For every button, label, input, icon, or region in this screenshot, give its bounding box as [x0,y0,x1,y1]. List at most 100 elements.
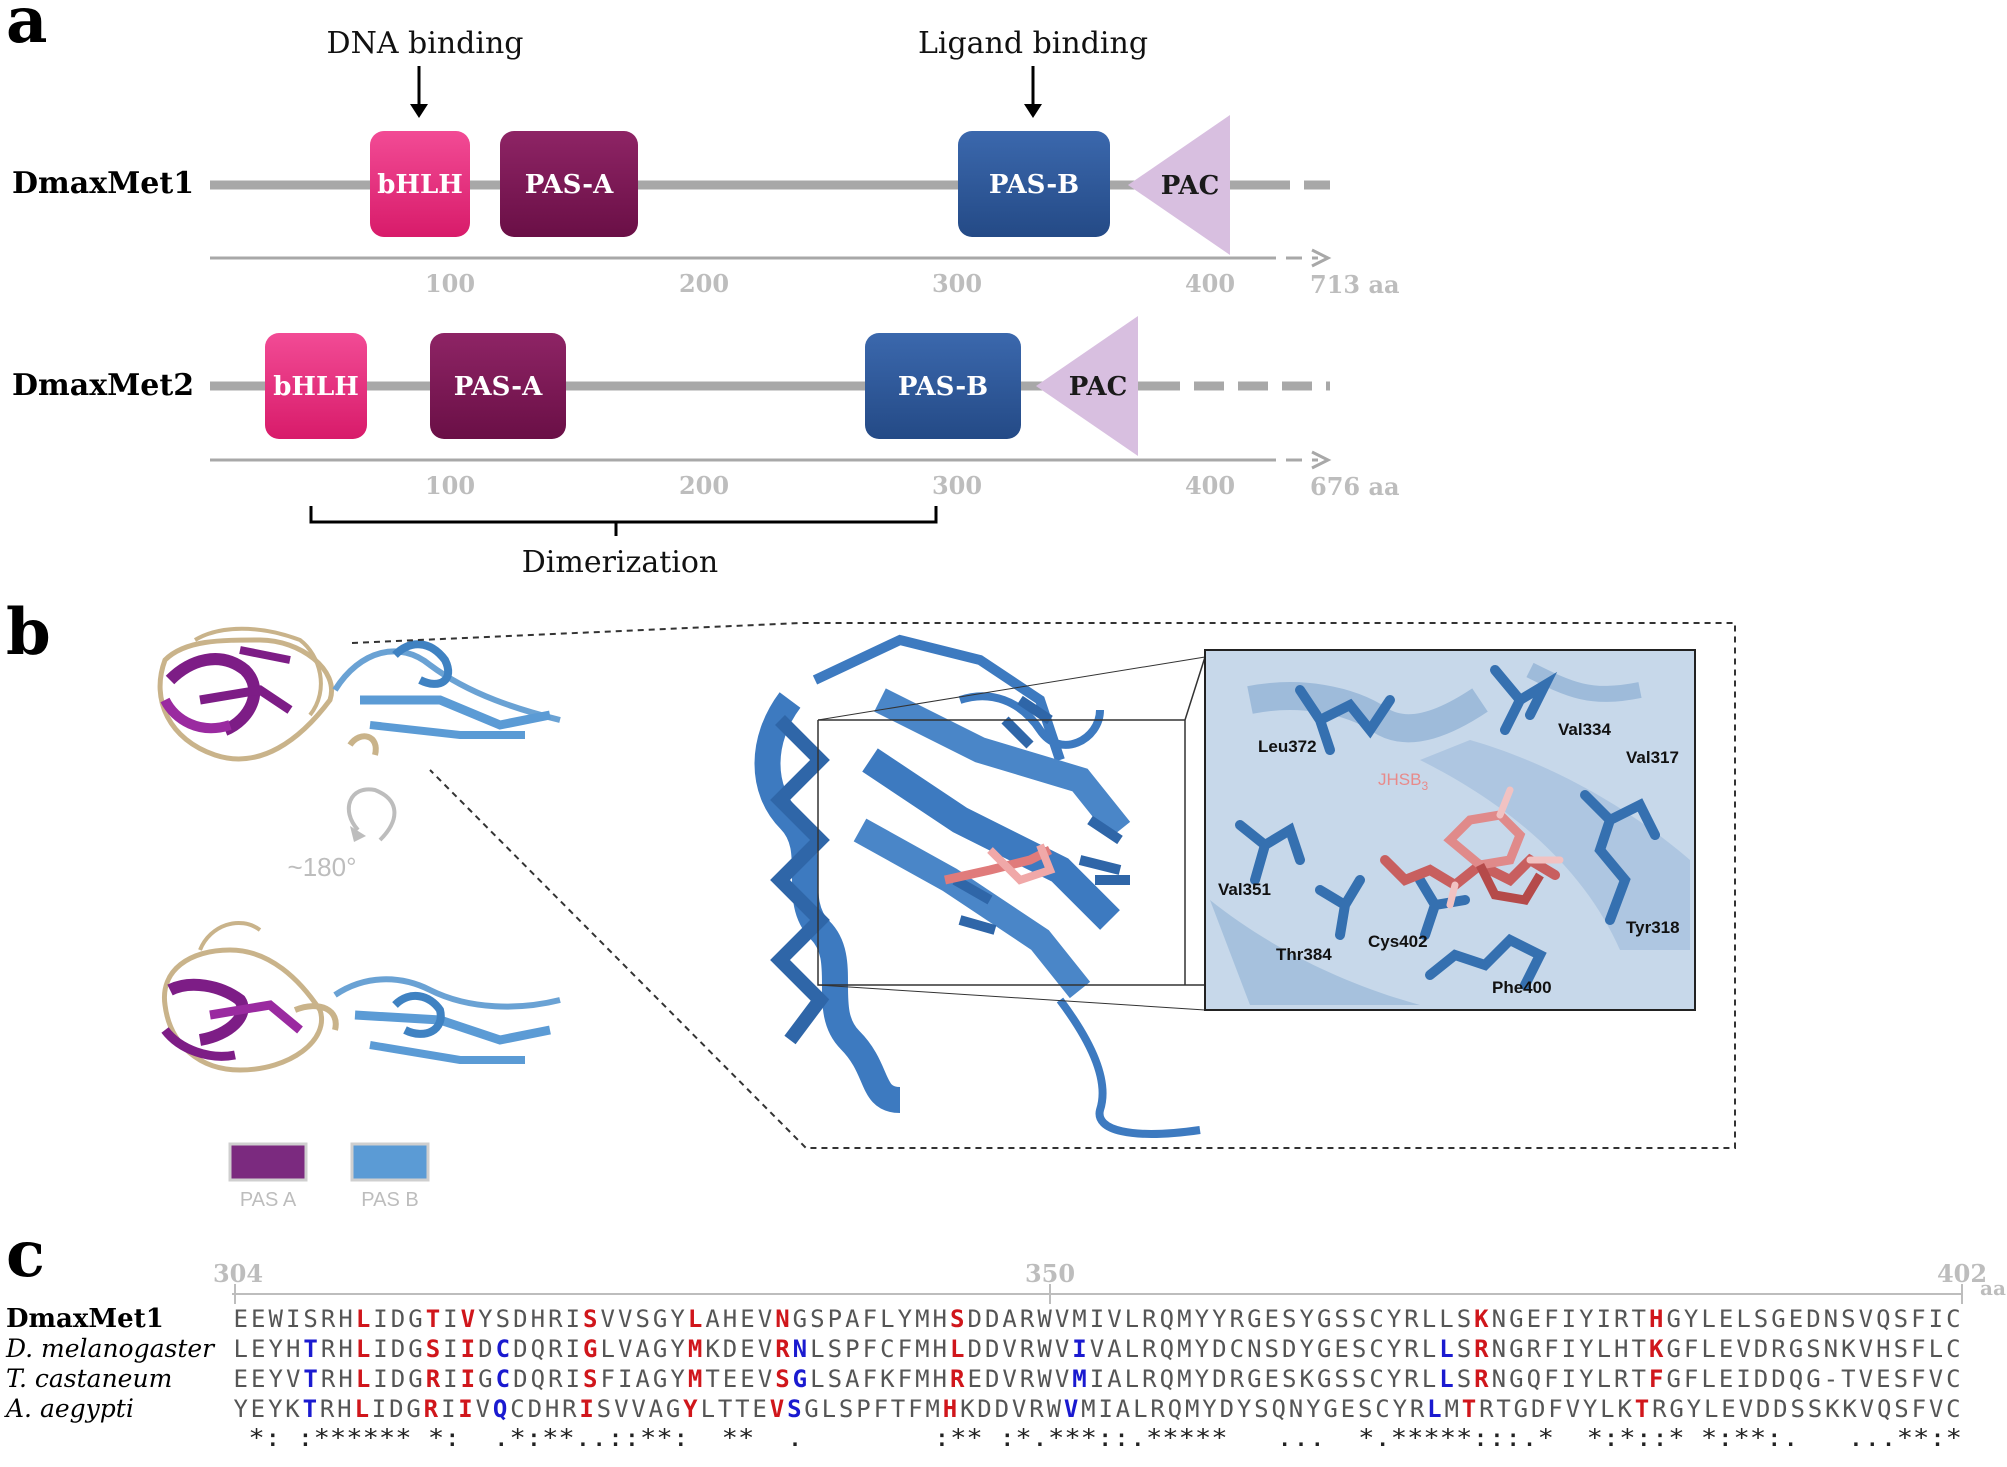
sequence-residue: Y [1202,1395,1217,1423]
sequence-residue: G [1771,1305,1785,1333]
sequence-residue: D [1773,1395,1787,1423]
protein-name: DmaxMet2 [12,368,194,403]
sequence-residue: F [898,1335,912,1363]
sequence-residue: G [1666,1335,1680,1363]
sequence-residue: D [985,1305,999,1333]
sequence-residue: S [1254,1395,1268,1423]
sequence-residue: Y [268,1365,283,1393]
domain-label: PAS-A [525,170,614,200]
sequence-residue: I [1562,1335,1576,1363]
sequence-residue: A [635,1335,650,1363]
sequence-residue: R [1404,1365,1419,1393]
sequence-residue: V [1929,1395,1943,1423]
zoom-frame [351,622,1736,1149]
sequence-residue: G [1247,1365,1261,1393]
sequence-residue: K [880,1365,895,1393]
sequence-residue: S [1457,1335,1471,1363]
sequence-residue: R [1230,1365,1245,1393]
domain-label: PAS-B [898,372,988,402]
dimerization-label: Dimerization [522,545,719,580]
sequence-residue: H [338,1365,352,1393]
sequence-residue: R [1150,1395,1165,1423]
sequence-residue: G [1509,1365,1523,1393]
sequence-residue: D [478,1335,492,1363]
panel-c-letter: c [6,1217,45,1292]
sequence-residue: H [338,1305,352,1333]
sequence-residue: G [1666,1305,1680,1333]
sequence-residue: R [1404,1305,1419,1333]
sequence-residue: V [1107,1305,1121,1333]
sequence-residue: I [443,1305,457,1333]
sequence-residue: G [583,1335,597,1363]
sequence-residue: S [1457,1365,1471,1393]
sequence-residue: L [1704,1395,1718,1423]
sequence-residue: G [1514,1395,1528,1423]
sequence-residue: R [1230,1305,1245,1333]
ruler-mid: 350 [1025,1259,1075,1288]
sequence-residue: Q [1168,1395,1182,1423]
sequence-residue: L [356,1365,370,1393]
sequence-residue: S [1790,1395,1804,1423]
sequence-residue: Y [1306,1395,1321,1423]
sequence-residue: Y [683,1395,698,1423]
sequence-residue: R [1614,1305,1629,1333]
sequence-residue: G [1317,1305,1331,1333]
sequence-residue: S [1894,1335,1908,1363]
sequence-residue: I [1562,1305,1576,1333]
sequence-residue: K [1649,1335,1664,1363]
sequence-residue: A [1107,1365,1122,1393]
sequence-residue: K [1474,1305,1489,1333]
sequence-residue: V [1012,1395,1026,1423]
sequence-residue: F [1544,1365,1558,1393]
sequence-residue: R [1020,1305,1035,1333]
sequence-residue: Q [1527,1365,1541,1393]
residue-label: Val317 [1626,748,1679,767]
sequence-residue: D [513,1335,527,1363]
sequence-residue: M [1072,1365,1086,1393]
sequence-residue: N [1824,1335,1838,1363]
sequence-residue: E [1264,1305,1278,1333]
sequence-residue: Q [1271,1395,1285,1423]
sequence-residue: G [1317,1335,1331,1363]
sequence-residue: Q [1160,1335,1174,1363]
sequence-residue: E [1789,1305,1803,1333]
sequence-residue: Q [1876,1305,1890,1333]
sequence-residue: Y [670,1365,685,1393]
sequence-residue: D [1771,1365,1785,1393]
sequence-residue: A [635,1365,650,1393]
sequence-residue: K [1842,1395,1857,1423]
sequence-residue: F [1548,1395,1562,1423]
sequence-residue: S [1282,1365,1296,1393]
sequence-residue: G [1509,1335,1523,1363]
residue-label: Val351 [1218,880,1271,899]
sequence-residue: R [1142,1305,1157,1333]
sequence-residue: A [705,1305,720,1333]
consensus-line: *: :****** *: .*:**..::**: ** . :** :*.*… [232,1424,1962,1452]
sequence-residue: I [1929,1305,1943,1333]
sequence-residue: I [566,1365,580,1393]
sequence-residue: S [1334,1365,1348,1393]
sequence-residue: V [631,1395,645,1423]
sequence-residue: C [1369,1335,1383,1363]
sequence-residue: Y [1195,1365,1210,1393]
sequence-residue: E [1719,1365,1733,1393]
sequence-residue: Y [898,1305,913,1333]
sequence-residue: V [1002,1365,1016,1393]
sequence-residue: C [1230,1335,1244,1363]
sequence-residue: I [618,1365,632,1393]
sequence-residue: H [545,1395,559,1423]
sequence-residue: T [1496,1395,1510,1423]
ruler-unit: aa [1980,1276,2006,1300]
sequence-residue: I [566,1335,580,1363]
sequence-residue: L [1125,1335,1139,1363]
sequence-residue: S [583,1365,597,1393]
domain-pas-a [430,333,566,439]
residue-label: Thr384 [1276,945,1332,964]
sequence-residue: C [1946,1365,1960,1393]
sequence-residue: G [1317,1365,1331,1393]
sequence-residue: Q [1160,1305,1174,1333]
residue-label: Phe400 [1492,978,1552,997]
sequence-residue: H [932,1305,946,1333]
sequence-residue: L [1439,1305,1453,1333]
sequence-residue: D [1806,1305,1820,1333]
